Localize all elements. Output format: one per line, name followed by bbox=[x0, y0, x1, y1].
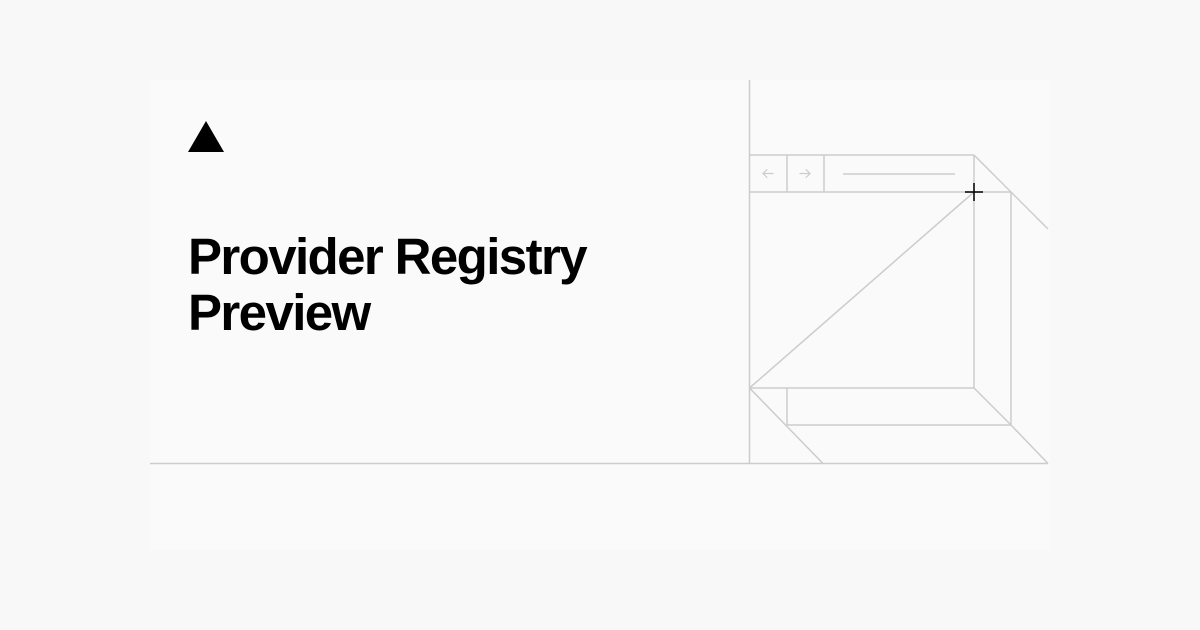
diagonal-main bbox=[749, 191, 975, 389]
forward-arrow-icon bbox=[799, 168, 811, 179]
diagonal-bottom-right-2 bbox=[1010, 424, 1049, 465]
diagonal-bottom-left bbox=[748, 387, 824, 465]
card-panel bbox=[150, 80, 1050, 550]
back-arrow-icon bbox=[762, 168, 774, 179]
diagonal-bottom-right-1 bbox=[973, 387, 1012, 426]
title-line-1: Provider Registry bbox=[188, 228, 588, 285]
crosshair-cursor-icon bbox=[965, 183, 983, 201]
triangle-logo-icon bbox=[188, 121, 224, 152]
title-line-2: Preview bbox=[188, 284, 371, 341]
diagonal-top-right bbox=[973, 154, 1049, 230]
page-title: Provider Registry Preview bbox=[188, 228, 588, 341]
